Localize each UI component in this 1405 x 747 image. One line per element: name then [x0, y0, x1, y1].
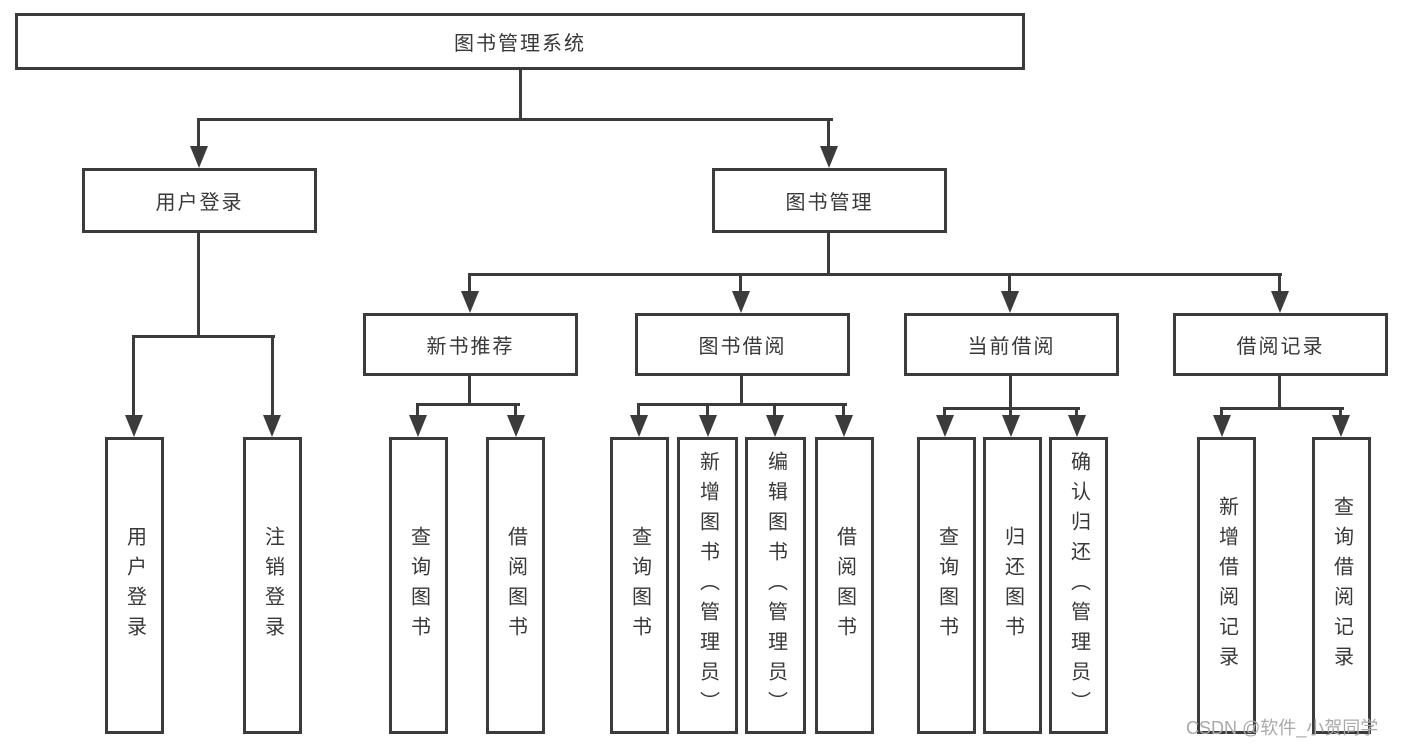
- connector-line: [1008, 273, 1011, 293]
- connector-line: [1009, 407, 1012, 419]
- arrow-down-icon: [263, 415, 281, 437]
- leaf-label: 借阅图书: [504, 525, 527, 646]
- connector-line: [943, 407, 946, 419]
- node-label: 图书借阅: [698, 336, 787, 358]
- arrow-down-icon: [936, 415, 954, 437]
- connector-line: [197, 118, 200, 150]
- arrow-down-icon: [1001, 291, 1019, 313]
- node-library-management-system: 图书管理系统: [15, 13, 1025, 70]
- connector-line: [468, 273, 471, 293]
- leaf-add-book-admin: 新增图书（管理员）: [677, 437, 738, 734]
- leaf-add-borrow-record: 新增借阅记录: [1197, 437, 1256, 734]
- leaf-label: 编辑图书（管理员）: [764, 450, 787, 721]
- connector-line: [468, 273, 1282, 276]
- node-label: 当前借阅: [967, 336, 1056, 358]
- leaf-borrow-books-recommend: 借阅图书: [486, 437, 545, 734]
- connector-line: [827, 233, 830, 275]
- leaf-logout: 注销登录: [243, 437, 302, 734]
- node-current-borrowing: 当前借阅: [904, 313, 1119, 376]
- arrow-down-icon: [1271, 291, 1289, 313]
- node-borrowing-records: 借阅记录: [1173, 313, 1388, 376]
- leaf-confirm-return-admin: 确认归还（管理员）: [1049, 437, 1108, 734]
- leaf-label: 查询图书: [935, 525, 958, 646]
- connector-line: [197, 118, 833, 121]
- connector-line: [1278, 273, 1281, 293]
- leaf-label: 归还图书: [1001, 525, 1024, 646]
- connector-line: [416, 403, 520, 406]
- arrow-down-icon: [125, 415, 143, 437]
- node-label: 用户登录: [155, 192, 244, 214]
- leaf-borrow-books-borrowing: 借阅图书: [815, 437, 874, 734]
- connector-line: [514, 403, 517, 417]
- leaf-return-books: 归还图书: [983, 437, 1042, 734]
- arrow-down-icon: [732, 291, 750, 313]
- arrow-down-icon: [1213, 415, 1231, 437]
- leaf-label: 查询借阅记录: [1330, 495, 1353, 676]
- arrow-down-icon: [835, 415, 853, 437]
- connector-line: [1075, 407, 1078, 419]
- arrow-down-icon: [1002, 415, 1020, 437]
- leaf-label: 用户登录: [123, 525, 146, 646]
- leaf-label: 新增图书（管理员）: [696, 450, 719, 721]
- node-new-book-recommendation: 新书推荐: [363, 313, 578, 376]
- arrow-down-icon: [820, 146, 838, 168]
- connector-line: [1339, 407, 1342, 419]
- connector-line: [637, 403, 847, 406]
- connector-line: [519, 70, 522, 120]
- leaf-query-books-current: 查询图书: [917, 437, 976, 734]
- leaf-label: 新增借阅记录: [1215, 495, 1238, 676]
- connector-line: [1220, 407, 1223, 419]
- node-label: 新书推荐: [426, 336, 515, 358]
- arrow-down-icon: [1332, 415, 1350, 437]
- connector-line: [740, 376, 743, 405]
- node-user-login: 用户登录: [82, 168, 317, 233]
- connector-line: [468, 376, 471, 405]
- connector-line: [197, 233, 200, 337]
- leaf-label: 查询图书: [628, 525, 651, 646]
- arrow-down-icon: [190, 146, 208, 168]
- arrow-down-icon: [409, 415, 427, 437]
- node-label: 图书管理: [785, 192, 874, 214]
- connector-line: [1220, 407, 1344, 410]
- node-label: 借阅记录: [1236, 336, 1325, 358]
- connector-line: [637, 403, 640, 417]
- connector-line: [1009, 376, 1012, 409]
- leaf-query-books-recommend: 查询图书: [389, 437, 448, 734]
- leaf-user-login: 用户登录: [105, 437, 164, 734]
- leaf-label: 借阅图书: [833, 525, 856, 646]
- connector-line: [739, 273, 742, 293]
- arrow-down-icon: [507, 415, 525, 437]
- connector-line: [1278, 376, 1281, 409]
- arrow-down-icon: [630, 415, 648, 437]
- leaf-query-books-borrowing: 查询图书: [610, 437, 669, 734]
- arrow-down-icon: [461, 291, 479, 313]
- connector-line: [842, 403, 845, 417]
- node-book-borrowing: 图书借阅: [635, 313, 850, 376]
- connector-line: [416, 403, 419, 417]
- node-label: 图书管理系统: [454, 33, 586, 55]
- arrow-down-icon: [699, 415, 717, 437]
- connector-line: [132, 335, 135, 417]
- connector-line: [827, 118, 830, 150]
- leaf-label: 查询图书: [407, 525, 430, 646]
- leaf-label: 注销登录: [261, 525, 284, 646]
- connector-line: [773, 403, 776, 417]
- watermark: CSDN @软件_小贺同学: [1186, 718, 1379, 738]
- leaf-query-borrow-record: 查询借阅记录: [1312, 437, 1371, 734]
- arrow-down-icon: [1068, 415, 1086, 437]
- leaf-label: 确认归还（管理员）: [1067, 450, 1090, 721]
- leaf-edit-book-admin: 编辑图书（管理员）: [745, 437, 806, 734]
- arrow-down-icon: [766, 415, 784, 437]
- connector-line: [132, 335, 275, 338]
- node-book-management: 图书管理: [712, 168, 947, 233]
- connector-line: [271, 335, 274, 417]
- connector-line: [706, 403, 709, 417]
